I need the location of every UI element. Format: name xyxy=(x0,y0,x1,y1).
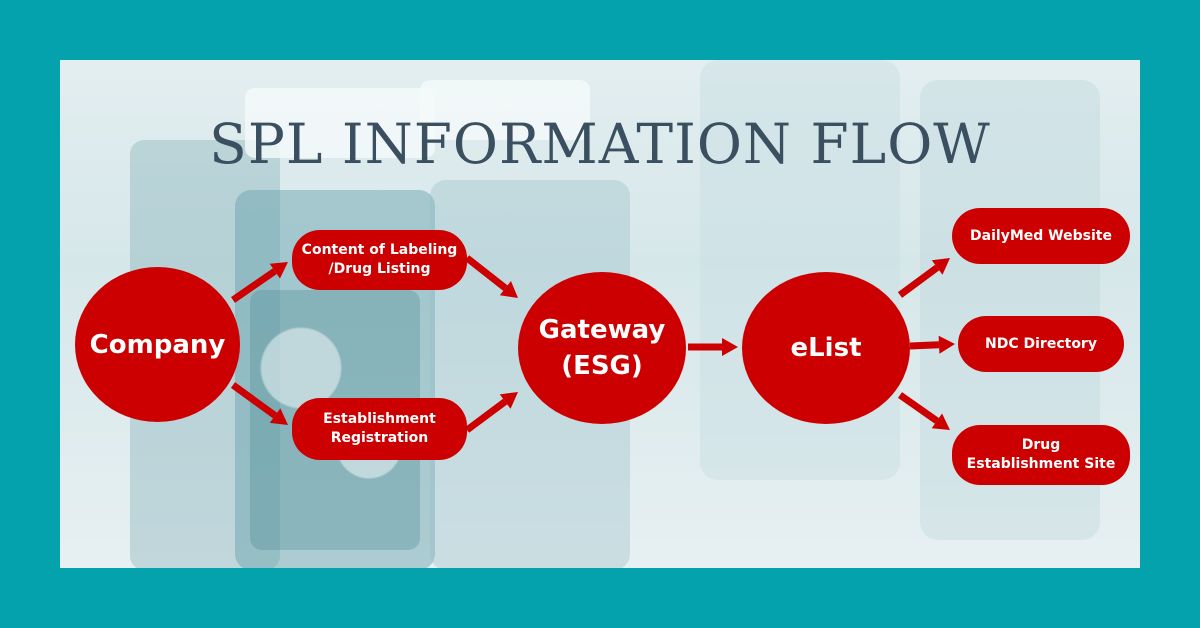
elist-node: eList xyxy=(742,272,910,424)
dailymed-website-node: DailyMed Website xyxy=(952,208,1130,264)
content-labeling-node: Content of Labeling /Drug Listing xyxy=(292,230,467,290)
bottle-cap-shape xyxy=(420,80,590,140)
company-node: Company xyxy=(75,267,240,422)
page-title: SPL INFORMATION FLOW xyxy=(209,112,991,176)
establishment-registration-node: Establishment Registration xyxy=(292,398,467,460)
drug-establishment-site-node: Drug Establishment Site xyxy=(952,425,1130,485)
gateway-node: Gateway (ESG) xyxy=(518,272,686,424)
bottle-cap-shape xyxy=(245,88,435,158)
ndc-directory-node: NDC Directory xyxy=(958,316,1124,372)
